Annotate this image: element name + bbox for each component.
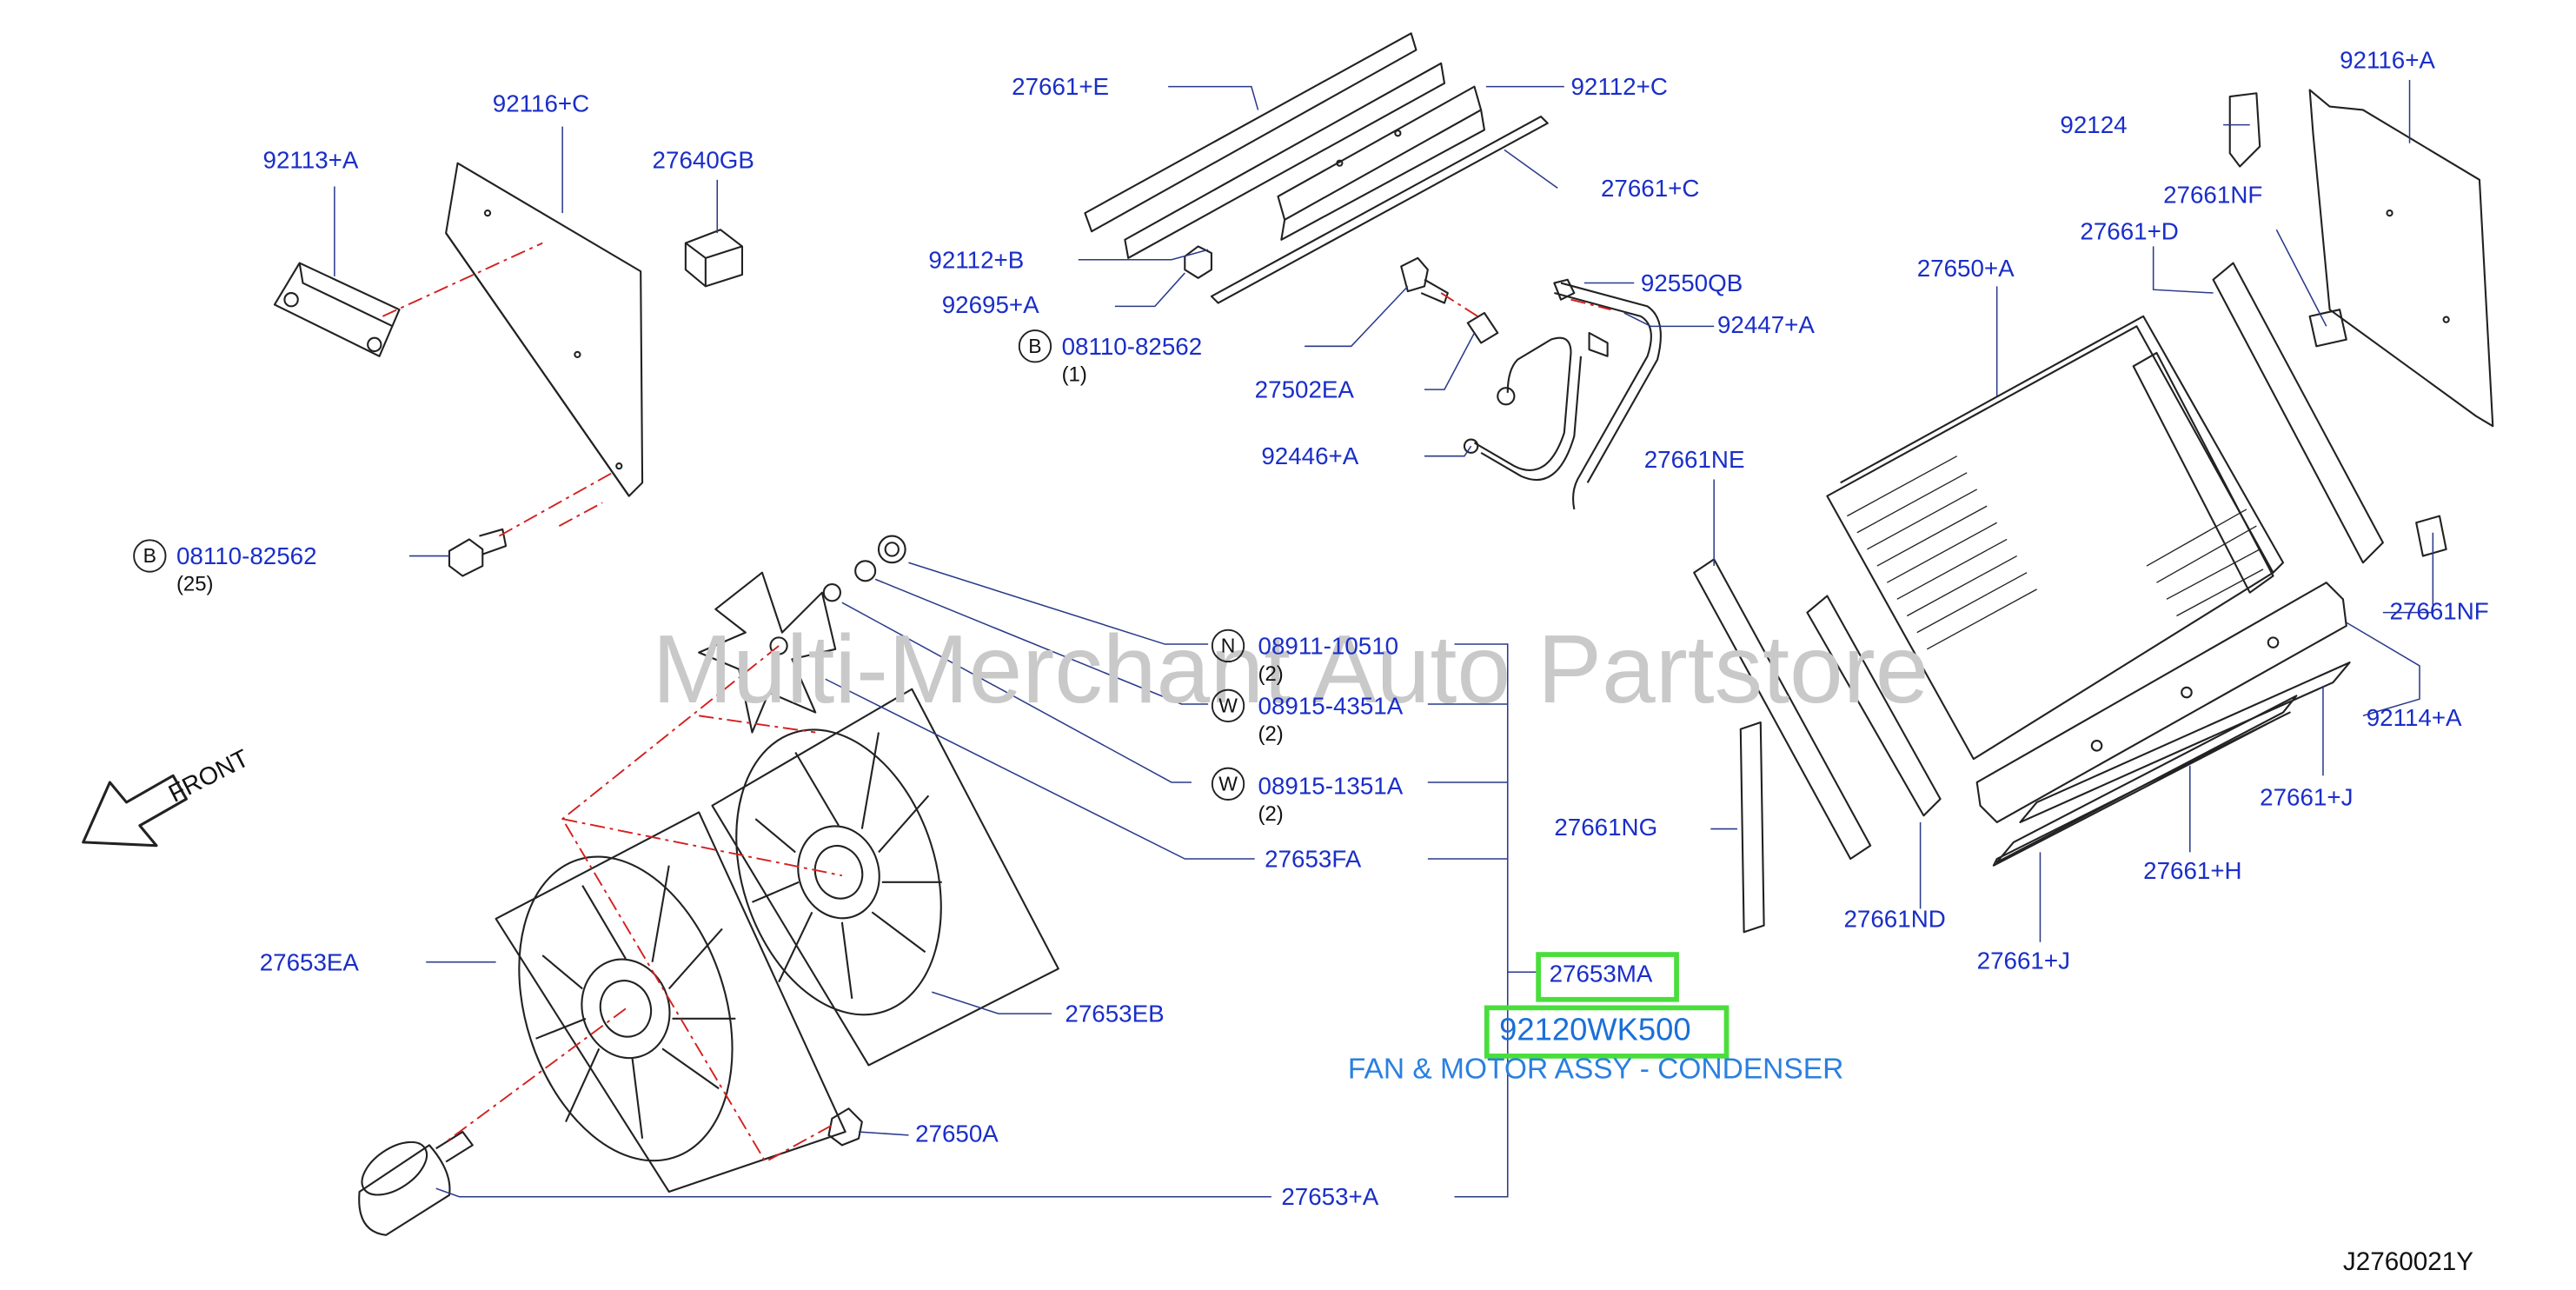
shroud-27653ea [495, 811, 846, 1194]
part-label-92113a[interactable]: 92113+A [262, 148, 359, 176]
bolt-callout-left: B [133, 539, 167, 573]
washer-callout-1: W [1211, 688, 1245, 722]
part-label-27653ea[interactable]: 27653EA [259, 950, 359, 977]
part-label-92116c[interactable]: 92116+C [492, 91, 590, 118]
part-label-92695a[interactable]: 92695+A [941, 292, 1039, 320]
assembly-lines [382, 242, 1611, 1163]
part-label-08915-1351a[interactable]: 08915-1351A [1258, 774, 1404, 801]
part-label-27650a-nut[interactable]: 27650A [915, 1121, 999, 1149]
fan-blade [698, 571, 837, 734]
seal-27661j-bottom [1992, 711, 2291, 867]
washer-08915-4351a [854, 560, 877, 582]
nut-27650a [827, 1107, 863, 1147]
part-label-27661nf-top[interactable]: 27661NF [2163, 183, 2263, 210]
pad-27661nf-top [2308, 309, 2347, 348]
clip-pipe [1466, 311, 1499, 344]
qty-08110-left: (25) [176, 572, 214, 596]
bracket-plate-92116c [445, 162, 644, 497]
bolt-callout-top: B [1018, 329, 1052, 363]
bracket-92116a [2308, 89, 2494, 428]
part-label-27661j-right[interactable]: 27661+J [2260, 785, 2354, 813]
part-label-27661ng[interactable]: 27661NG [1554, 815, 1658, 842]
part-label-27653ma[interactable]: 27653MA [1549, 961, 1653, 989]
part-label-92112b[interactable]: 92112+B [928, 248, 1025, 275]
part-label-27650a-condenser[interactable]: 27650+A [1916, 256, 2015, 283]
washer-08915-1351a [822, 583, 841, 602]
part-label-27661nd[interactable]: 27661ND [1843, 907, 1946, 934]
highlight-box-sub-part [1536, 952, 1679, 1002]
seal-27661ne [1693, 558, 1872, 861]
condenser-27650a [1826, 315, 2285, 761]
bolt-08110-left [448, 528, 508, 577]
front-arrow-icon [82, 774, 188, 848]
assembly-part-number[interactable]: 92120WK500 [1499, 1014, 1691, 1049]
seal-27661ng [1739, 721, 1765, 934]
bracket-92124 [2228, 92, 2261, 168]
seal-27661j-right [2019, 662, 2351, 823]
part-label-92446a[interactable]: 92446+A [1261, 444, 1359, 471]
qty-08911-10510: (2) [1258, 662, 1284, 686]
nut-callout: N [1211, 628, 1245, 663]
shroud-27653eb [711, 688, 1059, 1067]
part-label-92550qb[interactable]: 92550QB [1640, 271, 1743, 298]
washer-callout-2: W [1211, 767, 1245, 801]
part-label-92116a[interactable]: 92116+A [2340, 48, 2435, 76]
part-label-92447a[interactable]: 92447+A [1716, 312, 1815, 340]
seal-bracket-92112c [1277, 85, 1485, 241]
part-label-27661j-bottom[interactable]: 27661+J [1976, 948, 2070, 976]
part-label-27661nf-right[interactable]: 27661NF [2389, 599, 2489, 626]
qty-08915-4351a: (2) [1258, 721, 1284, 746]
highlight-box-assembly [1484, 1005, 1730, 1059]
assembly-description: FAN & MOTOR ASSY - CONDENSER [1347, 1052, 1844, 1086]
part-label-08915-4351a[interactable]: 08915-4351A [1258, 694, 1404, 721]
leader-lines [334, 79, 2434, 1198]
part-label-27640gb[interactable]: 27640GB [652, 148, 754, 176]
nut-08911 [877, 535, 906, 564]
qty-08110-top: (1) [1061, 362, 1087, 387]
clip-27640gb [684, 229, 744, 288]
part-label-08911-10510[interactable]: 08911-10510 [1258, 634, 1399, 662]
part-label-08110-left[interactable]: 08110-82562 [176, 544, 317, 571]
seal-27661d [2212, 262, 2384, 564]
watermark: Multi-Merchant Auto Partstore [652, 615, 1929, 724]
diagram-ref-code: J2760021Y [2342, 1248, 2474, 1277]
part-label-92112c[interactable]: 92112+C [1570, 75, 1668, 102]
pad-27661nf-right [2415, 515, 2447, 557]
part-label-27661h[interactable]: 27661+H [2143, 858, 2242, 886]
part-label-27502ea[interactable]: 27502EA [1254, 377, 1354, 405]
rail-92114a [1975, 582, 2347, 823]
part-label-08110-top[interactable]: 08110-82562 [1061, 334, 1203, 362]
part-label-27653a[interactable]: 27653+A [1281, 1185, 1379, 1212]
seal-strip-27661c [1210, 116, 1549, 304]
clip-92550qb [1553, 278, 1576, 301]
clip-92695a [1184, 245, 1212, 279]
part-label-27653eb[interactable]: 27653EB [1065, 1001, 1165, 1029]
part-label-27661e[interactable]: 27661+E [1012, 75, 1110, 102]
pipe-92446a [1463, 336, 1583, 481]
bracket-92113a [273, 262, 401, 357]
front-label: FRONT [164, 744, 254, 809]
part-label-27661ne[interactable]: 27661NE [1643, 448, 1745, 475]
part-label-27661c[interactable]: 27661+C [1600, 176, 1700, 203]
part-label-27653fa[interactable]: 27653FA [1265, 847, 1362, 874]
part-label-92124[interactable]: 92124 [2060, 113, 2128, 140]
seal-27661nd [1806, 595, 1942, 817]
part-label-92114a[interactable]: 92114+A [2366, 705, 2462, 733]
part-label-27661d[interactable]: 27661+D [2080, 219, 2179, 247]
seal-strip-27661e [1084, 32, 1446, 259]
qty-08915-1351a: (2) [1258, 801, 1284, 826]
